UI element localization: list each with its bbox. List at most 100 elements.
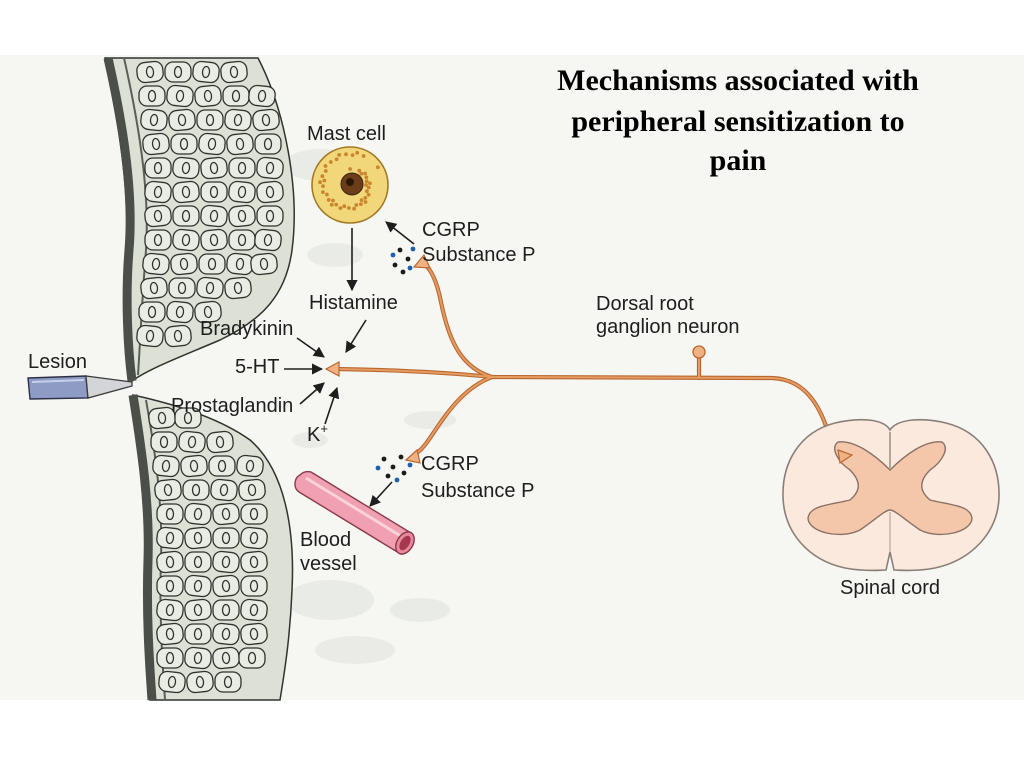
cell-membrane (224, 276, 252, 300)
cell-membrane (172, 156, 200, 180)
epithelial-cells (136, 60, 284, 694)
cell-membrane (208, 455, 236, 477)
cell-membrane (158, 670, 186, 694)
cell-nucleus (157, 411, 167, 425)
title-line: Mechanisms associated with (557, 64, 919, 97)
cell-nucleus (165, 555, 175, 569)
cell-nucleus (259, 257, 269, 271)
epithelial-cell (240, 526, 268, 550)
cell-nucleus (147, 89, 157, 103)
cell-nucleus (153, 185, 163, 199)
cell-nucleus (159, 435, 169, 449)
cell-membrane (238, 478, 266, 502)
epithelial-cell (152, 454, 180, 478)
cell-nucleus (145, 65, 155, 79)
epithelial-cell (200, 156, 228, 180)
epithelial-cell (220, 60, 248, 84)
cell-nucleus (237, 209, 247, 223)
mast-cell-granule (363, 196, 368, 200)
cell-membrane (168, 108, 196, 132)
mast-cell-label: Mast cell (307, 123, 386, 145)
cell-nucleus (233, 281, 243, 295)
mast-cell-granule (334, 202, 339, 207)
epithelial-cell (168, 108, 196, 132)
cell-membrane (226, 252, 254, 276)
dermis-patch (307, 243, 363, 267)
mast-cell-granule (325, 192, 329, 197)
cell-membrane (212, 599, 240, 621)
drg-cell-body (692, 345, 706, 359)
epithelial-cell (210, 478, 238, 502)
cell-nucleus (181, 185, 191, 199)
cell-membrane (184, 598, 212, 622)
cell-nucleus (249, 555, 259, 569)
mast-cell-granule (359, 202, 363, 207)
epithelial-cell (154, 478, 182, 502)
cell-membrane (152, 454, 180, 478)
substance-p-lower-label: Substance P (421, 480, 534, 502)
epithelial-cell (212, 622, 240, 646)
axon-lower-branch (413, 376, 493, 456)
cell-membrane (200, 156, 228, 180)
mast-cell-granule (320, 174, 325, 179)
spinal-cord (782, 418, 1000, 572)
cell-nucleus (263, 233, 273, 247)
cell-nucleus (193, 603, 203, 617)
epithelial-cell (198, 132, 226, 156)
epithelial-cell (212, 646, 240, 670)
epithelial-cell (158, 670, 186, 694)
scalpel-blade (85, 375, 133, 399)
epithelial-cell (256, 205, 284, 227)
cell-membrane (144, 180, 172, 204)
upper-skin-surface (103, 57, 137, 382)
cell-nucleus (193, 651, 203, 665)
epithelial-cell (192, 60, 220, 84)
cell-membrane (166, 84, 194, 108)
prostaglandin-label: Prostaglandin (171, 395, 293, 417)
epithelial-cell (208, 455, 236, 477)
epithelial-cell (172, 180, 200, 204)
cell-membrane (240, 503, 268, 525)
mast-cell-granule (334, 157, 339, 162)
cell-membrane (168, 277, 196, 299)
epithelial-cell (200, 204, 228, 228)
potassium-label: K+ (307, 421, 328, 446)
epithelial-cell (212, 550, 240, 574)
epithelial-cell (212, 502, 240, 526)
peripheral-terminal (324, 360, 340, 378)
epithelial-cell (196, 109, 224, 131)
cell-membrane (170, 133, 198, 155)
mast-cell-granule (366, 185, 371, 190)
dermis-patch (404, 411, 456, 429)
epithelial-cell (228, 180, 256, 204)
epithelial-cell (144, 180, 172, 204)
epithelial-cell (238, 478, 266, 502)
cell-membrane (196, 276, 224, 300)
cell-nucleus (165, 603, 175, 617)
epithelial-cell (142, 132, 170, 156)
cell-membrane (210, 478, 238, 502)
epithelial-cell (174, 407, 202, 429)
mast-cell-granule (321, 184, 325, 189)
cell-nucleus (181, 233, 191, 247)
arrow-histamine-to-terminal (345, 319, 367, 353)
cell-membrane (164, 324, 192, 348)
cell-nucleus (209, 185, 219, 199)
epithelial-cell (228, 204, 256, 228)
dermis-texture (284, 149, 456, 664)
cell-nucleus (229, 65, 239, 79)
cgrp-lower-label: CGRP (421, 453, 479, 475)
cell-membrane (156, 526, 184, 550)
epithelial-cell (212, 574, 240, 598)
cell-membrane (238, 647, 266, 669)
mast-cell-granule (322, 178, 327, 183)
cell-nucleus (265, 161, 275, 175)
cell-nucleus (265, 185, 275, 199)
cell-membrane (196, 109, 224, 131)
cell-membrane (184, 502, 212, 526)
mast-cell-granule (350, 153, 355, 158)
blood-vessel-wall (294, 470, 412, 554)
mast-cell-granule (364, 183, 368, 187)
cell-membrane (240, 550, 268, 574)
epithelial-cell (214, 671, 242, 693)
